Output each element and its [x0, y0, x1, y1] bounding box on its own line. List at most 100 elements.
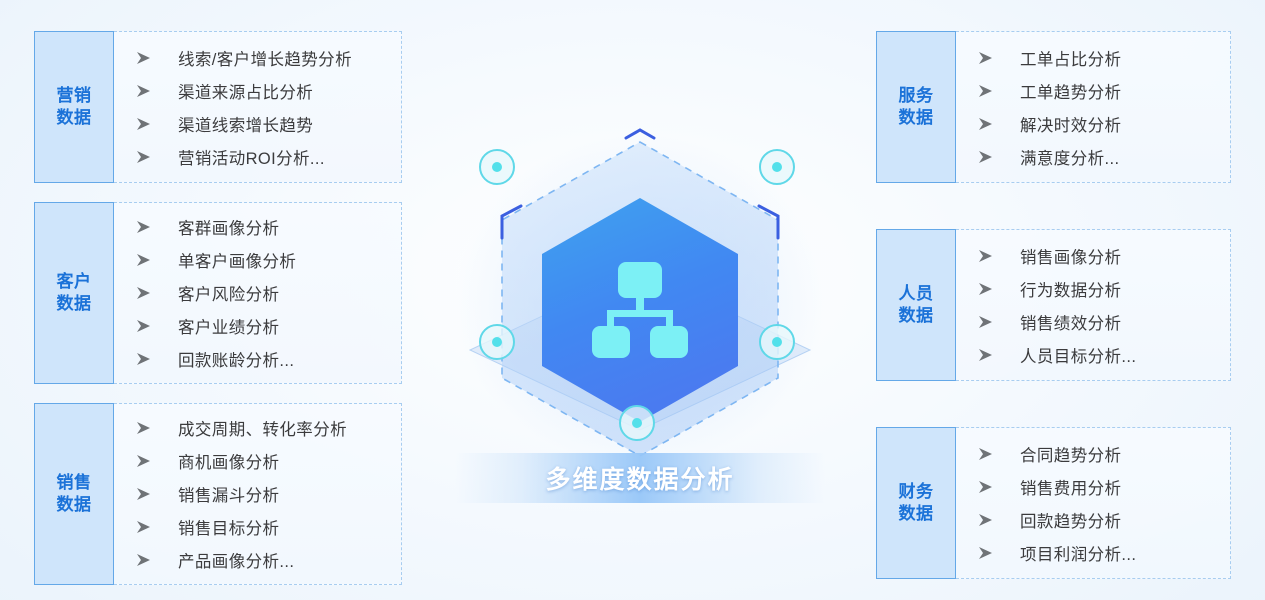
center-hexagon-graphic	[440, 120, 840, 470]
list-item-label: 客户业绩分析	[178, 319, 280, 337]
list-item[interactable]: 满意度分析...	[978, 140, 1230, 173]
list-item[interactable]: 销售费用分析	[978, 470, 1230, 503]
arrow-bullet-icon	[136, 352, 162, 366]
category-label-text: 财务 数据	[898, 482, 934, 523]
list-item[interactable]: 人员目标分析...	[978, 338, 1230, 371]
list-item-label: 商机画像分析	[178, 454, 280, 472]
list-item[interactable]: 产品画像分析...	[136, 544, 401, 577]
category-label-text: 人员 数据	[898, 284, 934, 325]
list-item-label: 回款趋势分析	[1020, 512, 1122, 531]
corner-bracket-right	[757, 204, 780, 240]
category-block-marketing[interactable]: 营销 数据 线索/客户增长趋势分析 渠道来源占比分析 渠道线索增长趋势 营销活动…	[34, 31, 402, 183]
category-item-list-service: 工单占比分析 工单趋势分析 解决时效分析 满意度分析...	[956, 31, 1231, 183]
list-item[interactable]: 回款账龄分析...	[136, 343, 401, 376]
category-label-finance: 财务 数据	[876, 427, 956, 579]
list-item-label: 回款账龄分析...	[178, 352, 295, 370]
list-item[interactable]: 解决时效分析	[978, 107, 1230, 140]
arrow-bullet-icon	[978, 480, 1004, 494]
list-item-label: 成交周期、转化率分析	[178, 421, 347, 439]
category-block-sales[interactable]: 销售 数据 成交周期、转化率分析 商机画像分析 销售漏斗分析 销售目标分析 产品…	[34, 403, 402, 585]
list-item[interactable]: 线索/客户增长趋势分析	[136, 41, 401, 74]
list-item[interactable]: 营销活动ROI分析...	[136, 140, 401, 173]
list-item[interactable]: 回款趋势分析	[978, 503, 1230, 536]
list-item-label: 销售费用分析	[1020, 479, 1122, 498]
caption-title: 多维度数据分析	[545, 466, 735, 494]
list-item[interactable]: 成交周期、转化率分析	[136, 412, 401, 445]
list-item[interactable]: 销售绩效分析	[978, 305, 1230, 338]
list-item[interactable]: 客群画像分析	[136, 211, 401, 244]
arrow-bullet-icon	[978, 84, 1004, 98]
list-item-label: 行为数据分析	[1020, 281, 1122, 300]
list-item-label: 满意度分析...	[1020, 149, 1120, 168]
list-item[interactable]: 渠道来源占比分析	[136, 74, 401, 107]
category-block-service[interactable]: 服务 数据 工单占比分析 工单趋势分析 解决时效分析 满意度分析...	[876, 31, 1231, 183]
list-item-label: 客户风险分析	[178, 286, 280, 304]
node-dot-bottom-center[interactable]	[619, 405, 655, 441]
list-item-label: 合同趋势分析	[1020, 446, 1122, 465]
category-block-customer[interactable]: 客户 数据 客群画像分析 单客户画像分析 客户风险分析 客户业绩分析 回款账龄分…	[34, 202, 402, 384]
list-item-label: 单客户画像分析	[178, 253, 297, 271]
arrow-bullet-icon	[978, 447, 1004, 461]
arrow-bullet-icon	[136, 520, 162, 534]
list-item[interactable]: 工单占比分析	[978, 41, 1230, 74]
list-item-label: 销售画像分析	[1020, 248, 1122, 267]
arrow-bullet-icon	[978, 51, 1004, 65]
list-item[interactable]: 商机画像分析	[136, 445, 401, 478]
list-item[interactable]: 客户风险分析	[136, 277, 401, 310]
caption-banner: 多维度数据分析	[455, 453, 825, 503]
category-label-text: 客户 数据	[56, 272, 92, 313]
list-item[interactable]: 销售漏斗分析	[136, 478, 401, 511]
list-item-label: 工单占比分析	[1020, 50, 1122, 69]
list-item[interactable]: 销售画像分析	[978, 239, 1230, 272]
list-item-label: 项目利润分析...	[1020, 545, 1137, 564]
arrow-bullet-icon	[978, 249, 1004, 263]
list-item[interactable]: 渠道线索增长趋势	[136, 107, 401, 140]
list-item[interactable]: 项目利润分析...	[978, 536, 1230, 569]
list-item[interactable]: 合同趋势分析	[978, 437, 1230, 470]
list-item-label: 线索/客户增长趋势分析	[178, 50, 352, 69]
corner-bracket-left	[500, 204, 523, 240]
hierarchy-icon	[592, 262, 688, 358]
arrow-bullet-icon	[136, 84, 162, 98]
list-item[interactable]: 单客户画像分析	[136, 244, 401, 277]
arrow-bullet-icon	[978, 546, 1004, 560]
arrow-bullet-icon	[136, 319, 162, 333]
arrow-bullet-icon	[978, 348, 1004, 362]
list-item[interactable]: 销售目标分析	[136, 511, 401, 544]
node-dot-bottom-left[interactable]	[479, 324, 515, 360]
category-block-staff[interactable]: 人员 数据 销售画像分析 行为数据分析 销售绩效分析 人员目标分析...	[876, 229, 1231, 381]
list-item-label: 渠道线索增长趋势	[178, 116, 314, 135]
category-block-finance[interactable]: 财务 数据 合同趋势分析 销售费用分析 回款趋势分析 项目利润分析...	[876, 427, 1231, 579]
arrow-bullet-icon	[136, 117, 162, 131]
node-dot-bottom-right[interactable]	[759, 324, 795, 360]
list-item-label: 客群画像分析	[178, 220, 280, 238]
arrow-bullet-icon	[136, 286, 162, 300]
list-item-label: 销售绩效分析	[1020, 314, 1122, 333]
arrow-bullet-icon	[978, 315, 1004, 329]
arrow-bullet-icon	[978, 282, 1004, 296]
arrow-bullet-icon	[978, 150, 1004, 164]
list-item-label: 解决时效分析	[1020, 116, 1122, 135]
list-item-label: 人员目标分析...	[1020, 347, 1137, 366]
list-item-label: 销售漏斗分析	[178, 487, 280, 505]
arrow-bullet-icon	[136, 553, 162, 567]
list-item-label: 营销活动ROI分析...	[178, 149, 325, 168]
list-item-label: 销售目标分析	[178, 520, 280, 538]
category-label-sales: 销售 数据	[34, 403, 114, 585]
node-dot-top-right[interactable]	[759, 149, 795, 185]
category-label-service: 服务 数据	[876, 31, 956, 183]
list-item[interactable]: 行为数据分析	[978, 272, 1230, 305]
list-item[interactable]: 客户业绩分析	[136, 310, 401, 343]
arrow-bullet-icon	[978, 513, 1004, 527]
arrow-bullet-icon	[136, 150, 162, 164]
arrow-bullet-icon	[136, 253, 162, 267]
category-label-text: 营销 数据	[56, 86, 92, 127]
list-item-label: 产品画像分析...	[178, 553, 295, 571]
arrow-bullet-icon	[136, 454, 162, 468]
arrow-bullet-icon	[136, 421, 162, 435]
category-label-text: 销售 数据	[56, 473, 92, 514]
node-dot-top-left[interactable]	[479, 149, 515, 185]
hexagon-illustration-svg	[455, 128, 825, 465]
list-item[interactable]: 工单趋势分析	[978, 74, 1230, 107]
category-item-list-sales: 成交周期、转化率分析 商机画像分析 销售漏斗分析 销售目标分析 产品画像分析..…	[114, 403, 402, 585]
